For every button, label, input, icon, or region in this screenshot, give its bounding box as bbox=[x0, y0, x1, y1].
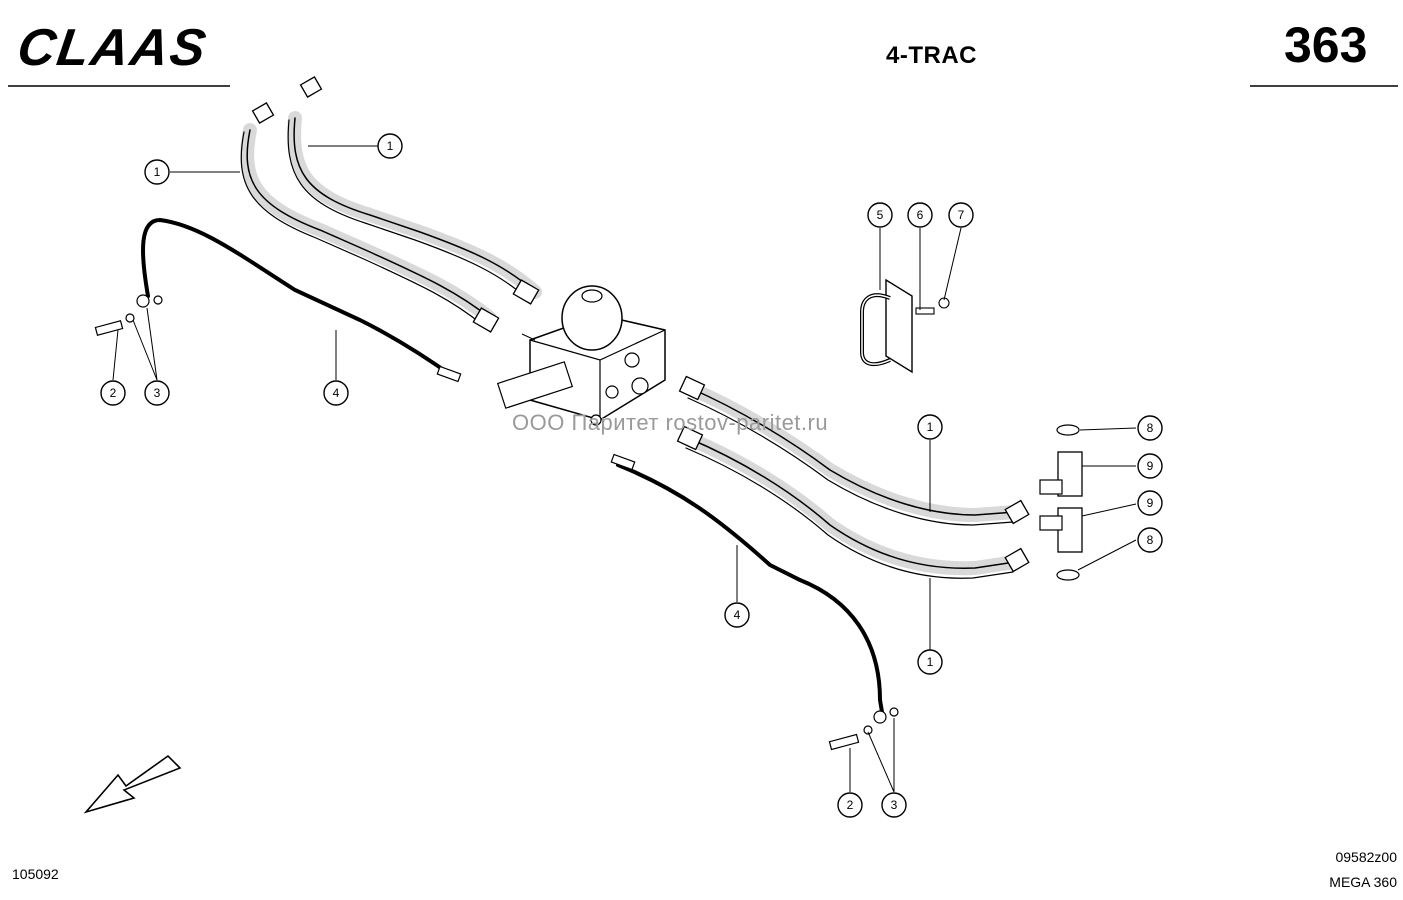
svg-text:4: 4 bbox=[734, 608, 741, 622]
fitting-lower-3 bbox=[1004, 499, 1030, 525]
fitting-thin-left-end bbox=[436, 365, 462, 383]
callout-5: 5 bbox=[867, 202, 893, 228]
callout-3b: 3 bbox=[881, 792, 907, 818]
handle-bracket bbox=[860, 278, 950, 374]
callout-1c: 1 bbox=[917, 414, 943, 440]
fitting-lower-1 bbox=[678, 375, 706, 401]
fitting-upper-3 bbox=[472, 307, 500, 333]
svg-text:9: 9 bbox=[1147, 459, 1154, 473]
fitting-thin-lower-start bbox=[610, 453, 636, 471]
hose-thin-lower bbox=[610, 453, 884, 714]
direction-arrow-icon bbox=[83, 754, 182, 814]
svg-text:1: 1 bbox=[927, 655, 934, 669]
callout-1d: 1 bbox=[917, 649, 943, 675]
svg-text:6: 6 bbox=[917, 208, 924, 222]
drawing-code: 105092 bbox=[12, 866, 59, 882]
svg-text:8: 8 bbox=[1147, 533, 1154, 547]
hose-lower-pair bbox=[676, 375, 1030, 579]
tee-fittings bbox=[1039, 424, 1083, 581]
callout-8a: 8 bbox=[1137, 415, 1163, 441]
model-name: MEGA 360 bbox=[1329, 874, 1397, 890]
callout-9a: 9 bbox=[1137, 453, 1163, 479]
svg-text:4: 4 bbox=[333, 386, 340, 400]
accumulator bbox=[561, 285, 623, 351]
svg-text:5: 5 bbox=[877, 208, 884, 222]
callout-3a: 3 bbox=[144, 380, 170, 406]
fitting-upper-1 bbox=[251, 102, 275, 124]
callout-7: 7 bbox=[948, 202, 974, 228]
svg-text:1: 1 bbox=[927, 420, 934, 434]
callout-6: 6 bbox=[907, 202, 933, 228]
svg-text:1: 1 bbox=[387, 139, 394, 153]
fitting-upper-4 bbox=[512, 279, 540, 305]
callout-1b: 1 bbox=[377, 133, 403, 159]
bolt-washer-left bbox=[94, 294, 163, 336]
o-ring-top bbox=[1056, 424, 1080, 436]
page-number: 363 bbox=[1284, 17, 1368, 73]
page-title: 4-TRAC bbox=[886, 42, 977, 69]
svg-text:2: 2 bbox=[847, 798, 854, 812]
svg-text:3: 3 bbox=[891, 798, 898, 812]
bolt-washer-lower bbox=[828, 707, 899, 751]
svg-text:1: 1 bbox=[154, 165, 161, 179]
fitting-lower-4 bbox=[1004, 547, 1030, 573]
callout-1a: 1 bbox=[144, 159, 170, 185]
callout-9b: 9 bbox=[1137, 490, 1163, 516]
leader-lines bbox=[112, 145, 1137, 793]
valve-block bbox=[496, 285, 666, 426]
hose-thin-left bbox=[141, 217, 462, 383]
hose-upper-pair bbox=[240, 76, 542, 333]
callout-4b: 4 bbox=[724, 602, 750, 628]
fitting-upper-2 bbox=[299, 76, 323, 98]
callout-8b: 8 bbox=[1137, 527, 1163, 553]
callout-2b: 2 bbox=[837, 792, 863, 818]
o-ring-bottom bbox=[1056, 569, 1080, 581]
svg-text:3: 3 bbox=[154, 386, 161, 400]
svg-text:2: 2 bbox=[110, 386, 117, 400]
svg-text:8: 8 bbox=[1147, 421, 1154, 435]
illustration-code: 09582z00 bbox=[1335, 849, 1397, 865]
fitting-lower-2 bbox=[676, 425, 704, 451]
callout-2a: 2 bbox=[100, 380, 126, 406]
watermark: ООО Паритет rostov-paritet.ru bbox=[512, 410, 829, 435]
callout-4a: 4 bbox=[323, 380, 349, 406]
svg-text:9: 9 bbox=[1147, 496, 1154, 510]
svg-text:7: 7 bbox=[958, 208, 965, 222]
